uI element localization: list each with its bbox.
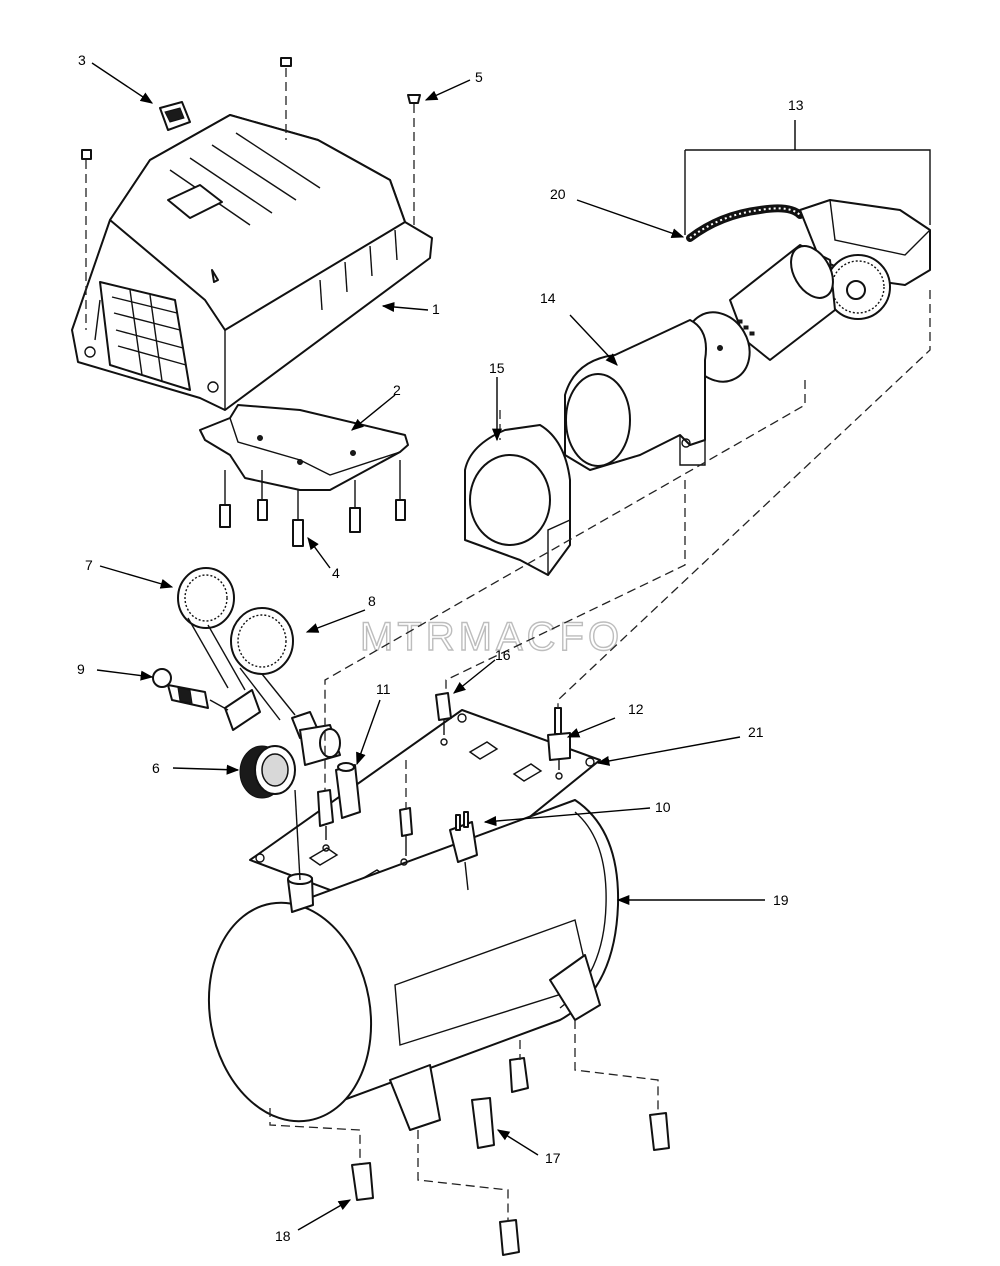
callout-3: 3 bbox=[78, 52, 86, 68]
callout-13: 13 bbox=[788, 97, 804, 113]
callout-6: 6 bbox=[152, 760, 160, 776]
cover-screws bbox=[81, 57, 421, 330]
motor-shroud bbox=[564, 319, 707, 471]
power-switch bbox=[159, 101, 191, 131]
callout-8: 8 bbox=[368, 593, 376, 609]
assembly-dash-lines bbox=[269, 290, 931, 1222]
callout-1: 1 bbox=[432, 301, 440, 317]
fitting-16 bbox=[435, 692, 452, 746]
shroud-cover bbox=[71, 114, 433, 411]
watermark: MTRMACFO bbox=[360, 615, 623, 659]
pump-motor-assembly bbox=[684, 120, 931, 383]
callout-7: 7 bbox=[85, 557, 93, 573]
mounting-bracket bbox=[199, 404, 409, 547]
callout-12: 12 bbox=[628, 701, 644, 717]
foot-and-drain-fittings bbox=[351, 1057, 670, 1256]
callout-21: 21 bbox=[748, 724, 764, 740]
callout-11: 11 bbox=[376, 681, 391, 697]
callout-19: 19 bbox=[773, 892, 789, 908]
callout-17: 17 bbox=[545, 1150, 561, 1166]
callout-2: 2 bbox=[393, 382, 401, 398]
callout-14: 14 bbox=[540, 290, 556, 306]
callout-10: 10 bbox=[655, 799, 671, 815]
ring-shroud bbox=[464, 424, 571, 576]
callout-9: 9 bbox=[77, 661, 85, 677]
pressure-switch bbox=[449, 811, 478, 891]
callout-4: 4 bbox=[332, 565, 340, 581]
gauge-manifold bbox=[152, 567, 413, 881]
callout-20: 20 bbox=[550, 186, 566, 202]
air-tank bbox=[207, 799, 620, 1131]
callout-18: 18 bbox=[275, 1228, 291, 1244]
callout-numbers: 1 2 3 4 5 6 7 8 9 10 11 12 13 14 15 16 1… bbox=[77, 52, 804, 1244]
callout-leaders bbox=[91, 62, 765, 1231]
callout-16: 16 bbox=[495, 647, 511, 663]
callout-15: 15 bbox=[489, 360, 505, 376]
callout-5: 5 bbox=[475, 69, 483, 85]
